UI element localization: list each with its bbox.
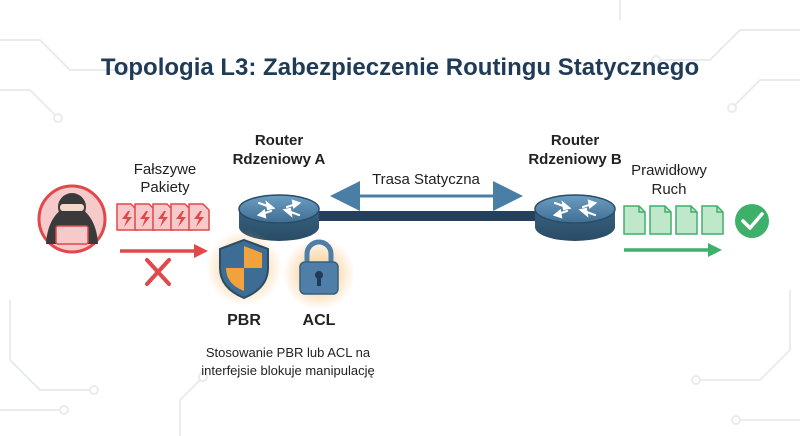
check-circle-icon bbox=[735, 204, 769, 238]
fake-packets-label-line2: Pakiety bbox=[140, 179, 190, 196]
fake-packet bbox=[134, 203, 156, 231]
cross-icon bbox=[145, 258, 171, 286]
fake-packet bbox=[116, 203, 138, 231]
legit-packet bbox=[701, 205, 724, 235]
router-b-icon bbox=[534, 194, 616, 241]
router-a-icon bbox=[238, 194, 320, 241]
pbr-label: PBR bbox=[227, 312, 261, 329]
legit-packet-group bbox=[623, 205, 724, 235]
lock-icon bbox=[299, 239, 339, 295]
router-a-label-line2: Rdzeniowy A bbox=[233, 151, 326, 168]
router-b-label-line2: Rdzeniowy B bbox=[528, 151, 622, 168]
router-b-label-line1: Router bbox=[551, 132, 599, 149]
shield-icon bbox=[219, 238, 269, 300]
fake-packet-group bbox=[116, 203, 210, 231]
legit-packet bbox=[649, 205, 672, 235]
fake-packet bbox=[188, 203, 210, 231]
hacker-icon bbox=[37, 184, 107, 254]
legit-traffic-label-line2: Ruch bbox=[651, 181, 686, 198]
legit-packet bbox=[623, 205, 646, 235]
fake-packet bbox=[170, 203, 192, 231]
router-link bbox=[315, 211, 547, 221]
acl-label: ACL bbox=[303, 312, 336, 329]
static-route-label: Trasa Statyczna bbox=[372, 171, 480, 188]
blocked-traffic-arrow bbox=[120, 244, 208, 258]
legit-packet bbox=[675, 205, 698, 235]
fake-packets-label-line1: Fałszywe bbox=[134, 161, 197, 178]
router-a-label-line1: Router bbox=[255, 132, 303, 149]
legit-traffic-label-line1: Prawidłowy bbox=[631, 162, 707, 179]
allowed-traffic-arrow bbox=[624, 243, 722, 257]
note-line1: Stosowanie PBR lub ACL na bbox=[206, 345, 371, 360]
page-title: Topologia L3: Zabezpieczenie Routingu St… bbox=[101, 54, 699, 81]
fake-packet bbox=[152, 203, 174, 231]
note-line2: interfejsie blokuje manipulację bbox=[201, 363, 374, 378]
